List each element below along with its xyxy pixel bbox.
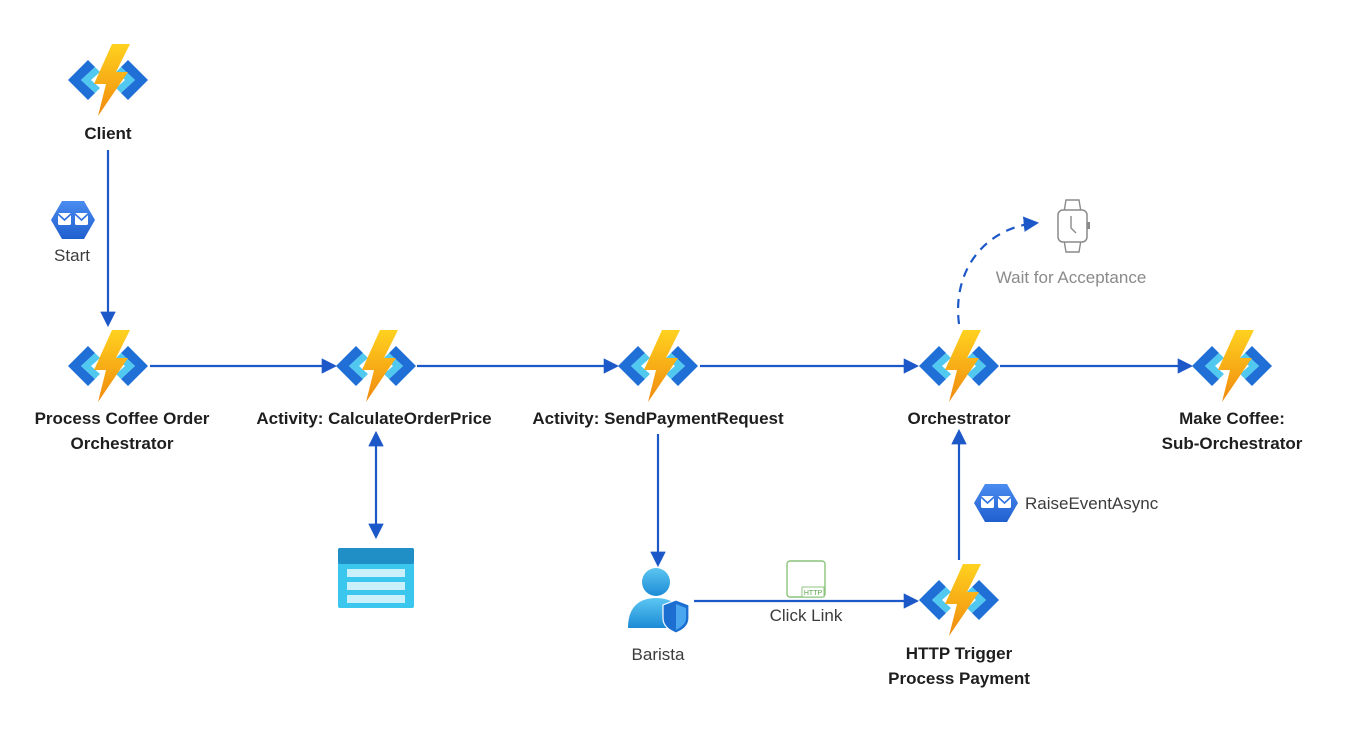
orchestrator-node[interactable]: Orchestrator [908, 330, 1011, 428]
send-payment-node[interactable]: Activity: SendPaymentRequest [532, 330, 784, 428]
send-payment-label: Activity: SendPaymentRequest [532, 409, 784, 428]
make-coffee-label-line1: Make Coffee: [1179, 409, 1285, 428]
client-label: Client [84, 124, 132, 143]
process-orchestrator-label-line1: Process Coffee Order [35, 409, 210, 428]
raise-event-edge-label: RaiseEventAsync [973, 483, 1159, 523]
http-badge-text: HTTP [804, 590, 823, 597]
http-trigger-node[interactable]: HTTP Trigger Process Payment [888, 564, 1030, 688]
wait-edge-label: Wait for Acceptance [996, 199, 1147, 287]
azure-function-icon [1192, 330, 1272, 402]
edge-wait-for-acceptance [956, 216, 1040, 325]
queue-message-icon [50, 200, 96, 240]
click-link-edge-label: HTTP Click Link [770, 560, 843, 625]
azure-function-icon [618, 330, 698, 402]
azure-function-icon [68, 330, 148, 402]
http-icon: HTTP [786, 560, 826, 598]
wait-label: Wait for Acceptance [996, 268, 1147, 287]
azure-function-icon [919, 330, 999, 402]
person-shield-icon [628, 568, 690, 634]
make-coffee-node[interactable]: Make Coffee: Sub-Orchestrator [1162, 330, 1303, 453]
queue-message-icon [973, 483, 1019, 523]
barista-label: Barista [632, 645, 685, 664]
watch-icon [1057, 199, 1090, 253]
azure-function-icon [68, 44, 148, 116]
calc-price-label: Activity: CalculateOrderPrice [256, 409, 491, 428]
process-orchestrator-label-line2: Orchestrator [71, 434, 174, 453]
client-node[interactable]: Client [68, 44, 148, 143]
barista-node[interactable]: Barista [628, 568, 690, 664]
make-coffee-label-line2: Sub-Orchestrator [1162, 434, 1303, 453]
http-trigger-label-line2: Process Payment [888, 669, 1030, 688]
start-edge-label: Start [50, 200, 96, 265]
raise-event-label: RaiseEventAsync [1025, 494, 1159, 513]
calc-price-node[interactable]: Activity: CalculateOrderPrice [256, 330, 492, 428]
start-label: Start [54, 246, 90, 265]
process-orchestrator-node[interactable]: Process Coffee Order Orchestrator [35, 330, 210, 453]
click-link-label: Click Link [770, 606, 843, 625]
azure-function-icon [919, 564, 999, 636]
http-trigger-label-line1: HTTP Trigger [906, 644, 1013, 663]
orchestrator-label: Orchestrator [908, 409, 1011, 428]
storage-table-icon[interactable] [338, 548, 414, 608]
azure-function-icon [336, 330, 416, 402]
